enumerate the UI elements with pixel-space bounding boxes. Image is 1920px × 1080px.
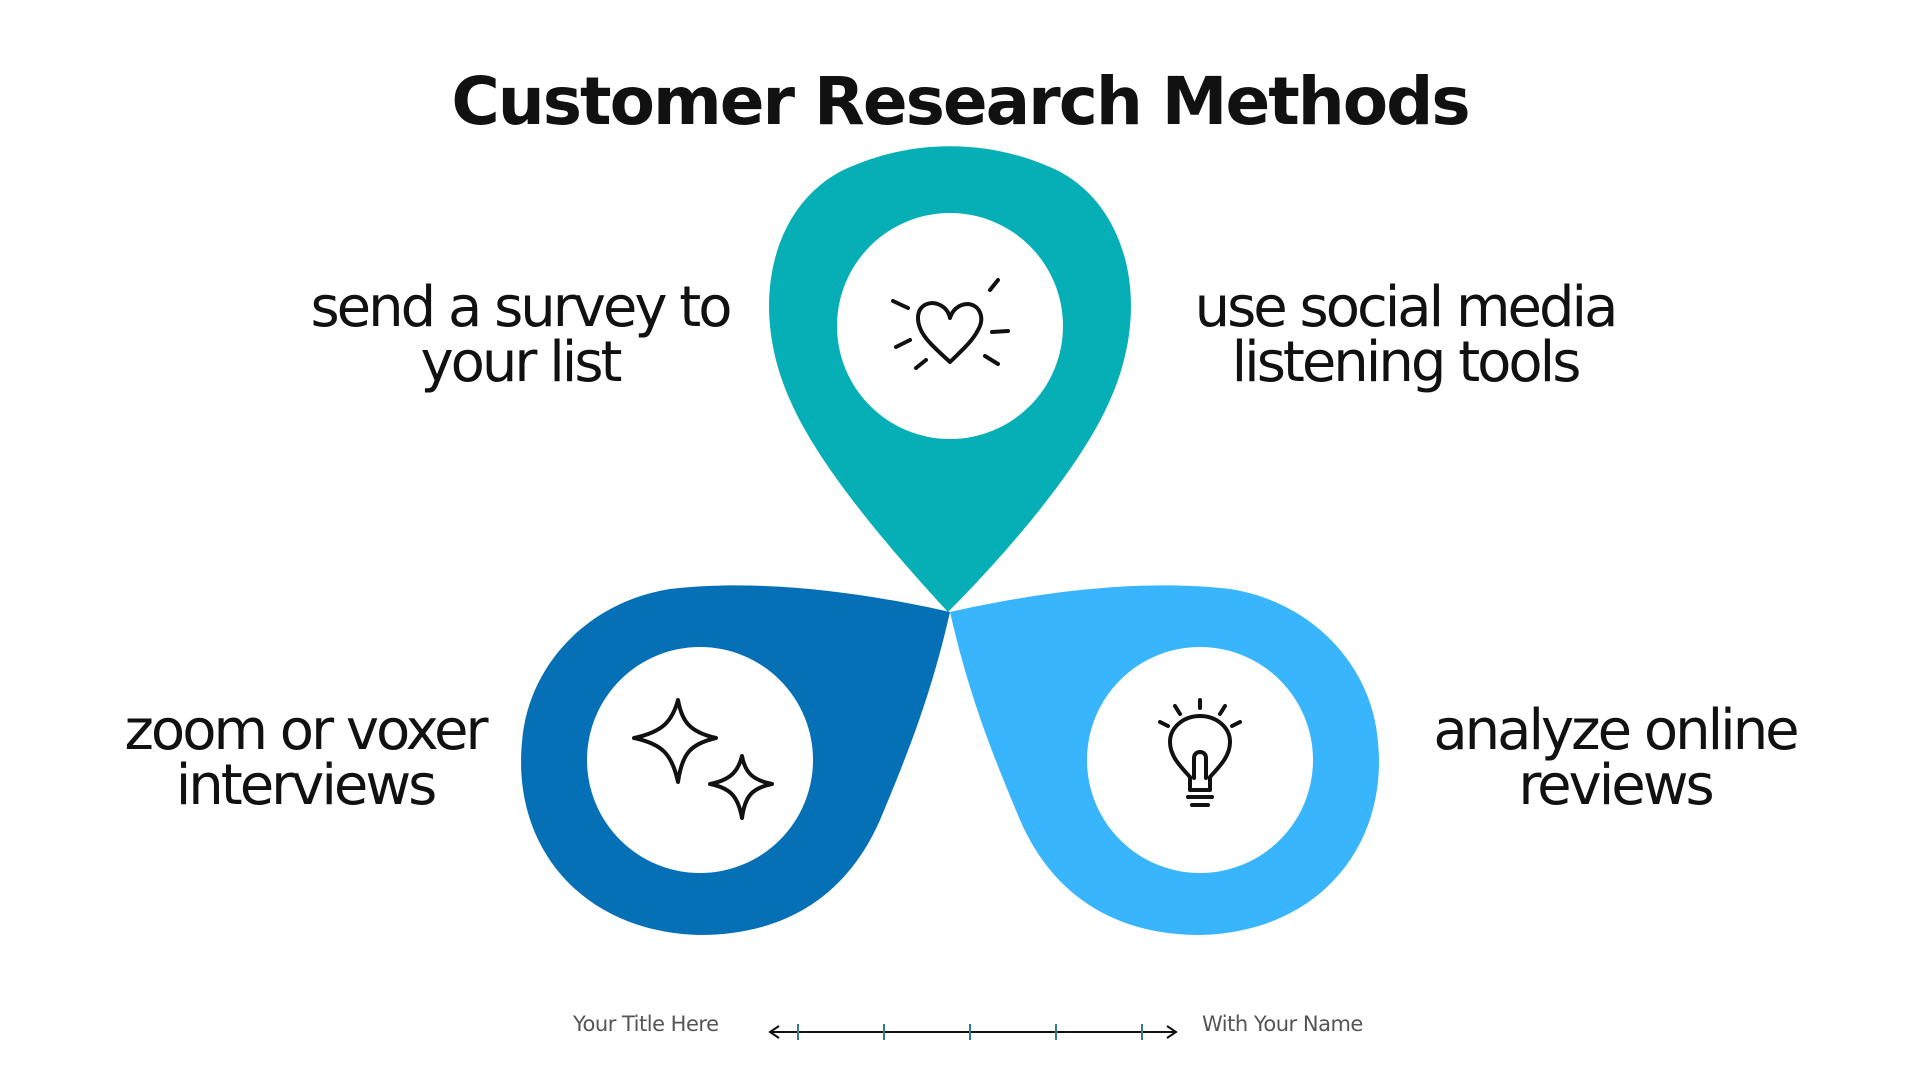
heart-sparkle-icon bbox=[891, 278, 1010, 370]
method-label-survey: send a survey to your list bbox=[290, 275, 750, 395]
timeline-arrow-left-icon bbox=[768, 1025, 780, 1039]
top-petal-center bbox=[837, 213, 1063, 439]
method-label-social-listening: use social media listening tools bbox=[1165, 275, 1645, 395]
method-label-line: your list bbox=[420, 330, 623, 395]
footer-title: Your Title Here bbox=[573, 1012, 719, 1036]
bottom-left-petal-center bbox=[587, 647, 813, 873]
page-title: Customer Research Methods bbox=[451, 63, 1470, 140]
method-label-line: listening tools bbox=[1231, 330, 1582, 395]
sparkles-icon bbox=[632, 698, 774, 820]
method-label-line: interviews bbox=[175, 753, 438, 818]
footer-name: With Your Name bbox=[1202, 1012, 1363, 1036]
lightbulb-icon bbox=[1158, 698, 1242, 807]
method-label-line: zoom or voxer bbox=[124, 698, 489, 763]
footer-timeline bbox=[768, 1024, 1178, 1040]
method-label-reviews: analyze online reviews bbox=[1405, 698, 1825, 818]
method-label-line: use social media bbox=[1194, 275, 1619, 340]
bottom-right-petal-center bbox=[1087, 647, 1313, 873]
method-label-line: send a survey to bbox=[310, 275, 732, 340]
method-label-interviews: zoom or voxer interviews bbox=[95, 698, 515, 818]
method-label-line: analyze online bbox=[1433, 698, 1799, 763]
method-label-line: reviews bbox=[1518, 753, 1714, 818]
timeline-arrow-right-icon bbox=[1166, 1025, 1178, 1039]
